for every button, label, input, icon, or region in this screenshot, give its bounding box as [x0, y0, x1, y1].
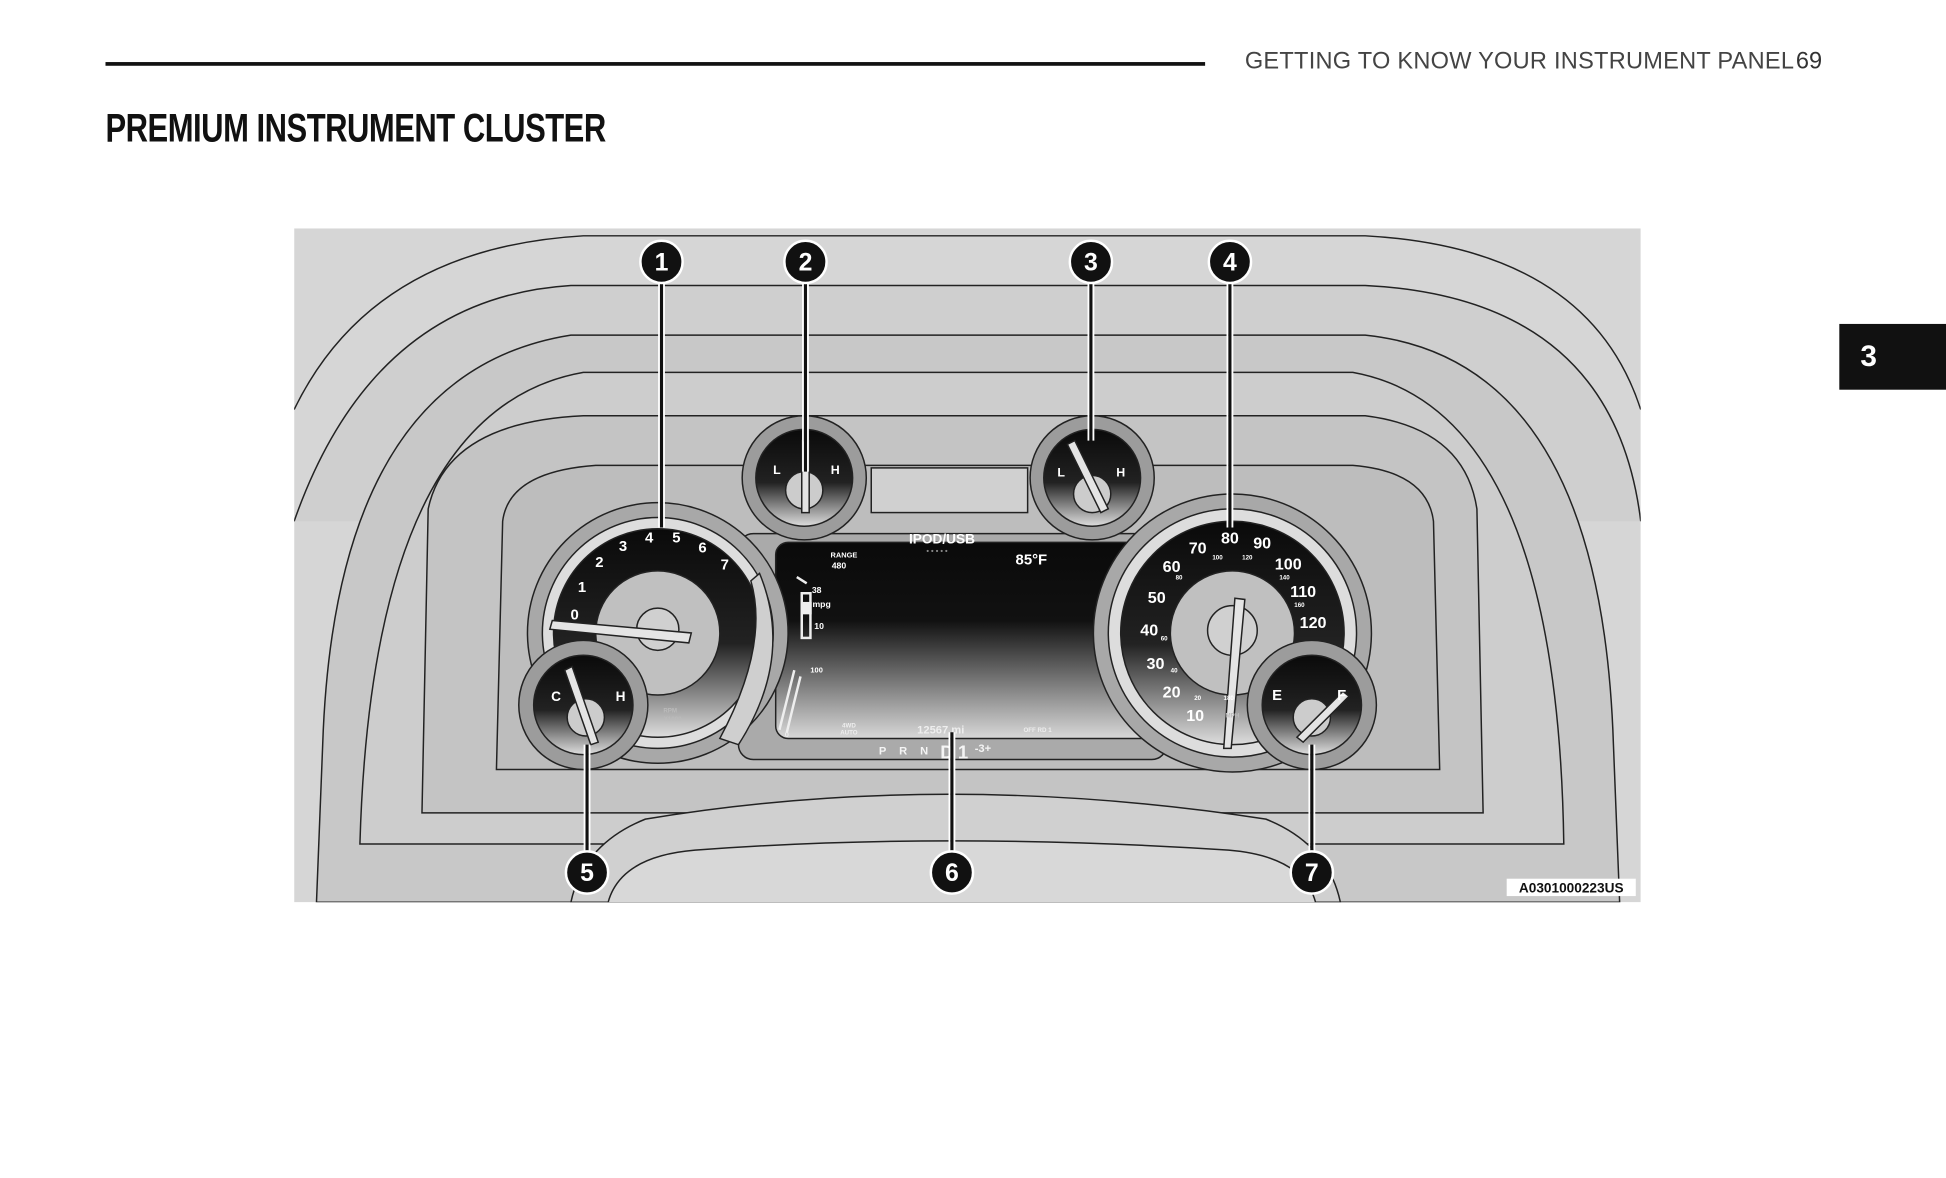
tach-label: 7	[721, 558, 729, 574]
tach-label: 3	[619, 539, 627, 555]
callout-number: 3	[1084, 250, 1098, 277]
callout-number: 1	[655, 250, 669, 277]
offroad-mode: OFF RD 1	[1023, 727, 1052, 734]
drive-mode-line2: AUTO	[840, 730, 858, 737]
mpg-bar-graph	[778, 576, 812, 733]
speed-label-kmh: 80	[1176, 575, 1183, 582]
speed-label-mph: 70	[1189, 540, 1207, 558]
callout-number: 2	[799, 250, 813, 277]
tach-label: 5	[672, 530, 680, 546]
figure-code: A0301000223US	[1519, 880, 1624, 895]
audio-source: IPOD/USB	[909, 532, 975, 547]
section-header: GETTING TO KNOW YOUR INSTRUMENT PANEL	[1244, 48, 1795, 75]
speed-label-mph: 90	[1253, 535, 1271, 553]
callout-2: 2	[783, 239, 828, 472]
gear-number: 1	[958, 741, 968, 762]
temperature-gauge	[518, 639, 649, 771]
rpm-label: RPM	[663, 707, 677, 714]
tach-label: 2	[595, 555, 603, 571]
battery-low: L	[773, 463, 781, 477]
speed-label-mph: 80	[1221, 530, 1239, 548]
odometer: 12567 mi	[917, 724, 964, 736]
speed-label-kmh: 100	[1212, 555, 1223, 562]
callout-5: 5	[564, 744, 610, 895]
range-label: RANGE	[831, 550, 858, 559]
callout-number: 5	[580, 860, 594, 887]
speed-label-kmh: 140	[1279, 575, 1290, 582]
speed-label-kmh: 180	[1224, 695, 1235, 702]
speed-label-mph: 40	[1140, 621, 1158, 639]
fuel-full: F	[1337, 688, 1346, 704]
drive-mode-line1: 4WD	[842, 722, 856, 729]
chapter-tab[interactable]: 3	[1839, 323, 1946, 390]
battery-high: H	[831, 463, 840, 477]
oil-low: L	[1057, 466, 1065, 480]
speed-label-mph: 20	[1163, 683, 1181, 701]
temp-cold: C	[551, 689, 561, 704]
temp-hot: H	[616, 689, 626, 704]
gear-prnd: P R N	[879, 746, 933, 758]
speed-label-mph: 110	[1290, 583, 1316, 601]
speed-label-mph: 30	[1146, 655, 1164, 673]
callout-4: 4	[1207, 239, 1253, 528]
page-number: 69	[1795, 48, 1823, 75]
fuel-empty: E	[1272, 688, 1282, 704]
page-title: PREMIUM INSTRUMENT CLUSTER	[105, 105, 606, 151]
speed-label-mph: 10	[1186, 707, 1204, 725]
mpg-unit: mpg	[812, 599, 830, 609]
callout-3: 3	[1068, 239, 1114, 441]
speed-unit: MPH	[1226, 712, 1240, 719]
callout-number: 4	[1223, 250, 1237, 277]
speed-label-kmh: 120	[1242, 555, 1253, 562]
speed-label-mph: 50	[1148, 589, 1166, 607]
fuel-gauge	[1246, 639, 1378, 771]
tach-label: 0	[570, 607, 578, 623]
speed-label-mph: 100	[1275, 556, 1302, 574]
speed-label-kmh: 40	[1171, 668, 1178, 675]
range-value: 480	[832, 560, 847, 570]
header-rule	[105, 62, 1206, 66]
speed-label-kmh: 160	[1294, 602, 1305, 609]
page-dots: • • • • •	[926, 547, 948, 556]
scale-bottom: 0	[785, 730, 789, 739]
scale-top: 100	[810, 666, 822, 675]
callout-number: 6	[945, 860, 959, 887]
tach-label: 1	[578, 580, 586, 596]
gear-range: -3+	[975, 743, 992, 755]
tach-label: 6	[698, 540, 706, 556]
speed-label-mph: 60	[1163, 558, 1181, 576]
outside-temperature: 85°F	[1016, 553, 1048, 569]
speed-label-kmh: 20	[1194, 695, 1201, 702]
tach-label: 4	[645, 530, 654, 546]
oil-high: H	[1116, 466, 1125, 480]
callout-1: 1	[639, 239, 684, 528]
callout-number: 7	[1305, 860, 1319, 887]
mpg-low: 10	[814, 621, 824, 631]
battery-gauge	[741, 415, 868, 541]
rpm-multiplier: X1000	[664, 716, 682, 723]
mpg-high: 38	[812, 585, 822, 595]
callout-7: 7	[1289, 744, 1335, 895]
speed-label-mph: 120	[1300, 614, 1327, 632]
speed-label-kmh: 60	[1161, 635, 1168, 642]
oil-pressure-gauge	[1029, 415, 1155, 541]
callout-6: 6	[929, 732, 975, 895]
